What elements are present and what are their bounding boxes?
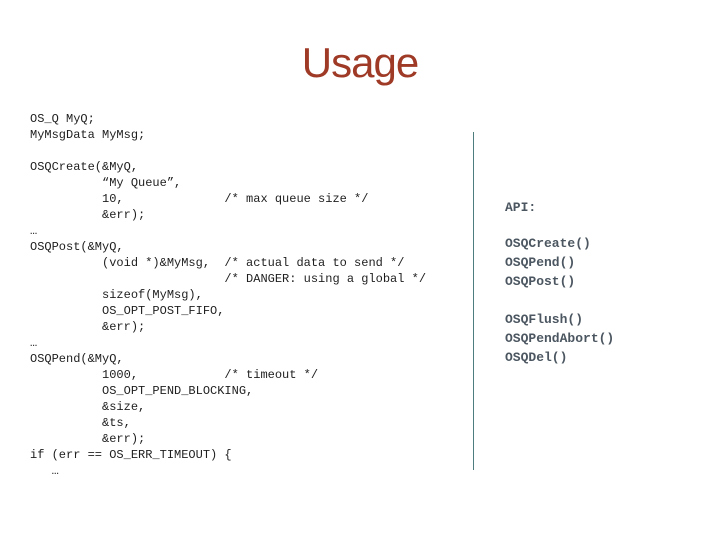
- api-function: OSQPend(): [505, 255, 576, 270]
- api-function-group-2: OSQFlush() OSQPendAbort() OSQDel(): [505, 310, 614, 367]
- api-function: OSQDel(): [505, 350, 568, 365]
- api-function: OSQPost(): [505, 274, 576, 289]
- api-heading: API:: [505, 200, 537, 215]
- api-function: OSQCreate(): [505, 236, 591, 251]
- api-function: OSQFlush(): [505, 312, 584, 327]
- code-block: OS_Q MyQ; MyMsgData MyMsg; OSQCreate(&My…: [30, 112, 427, 478]
- vertical-divider: [473, 132, 474, 470]
- api-function-group-1: OSQCreate() OSQPend() OSQPost(): [505, 234, 591, 291]
- api-function: OSQPendAbort(): [505, 331, 615, 346]
- slide-title: Usage: [301, 39, 419, 86]
